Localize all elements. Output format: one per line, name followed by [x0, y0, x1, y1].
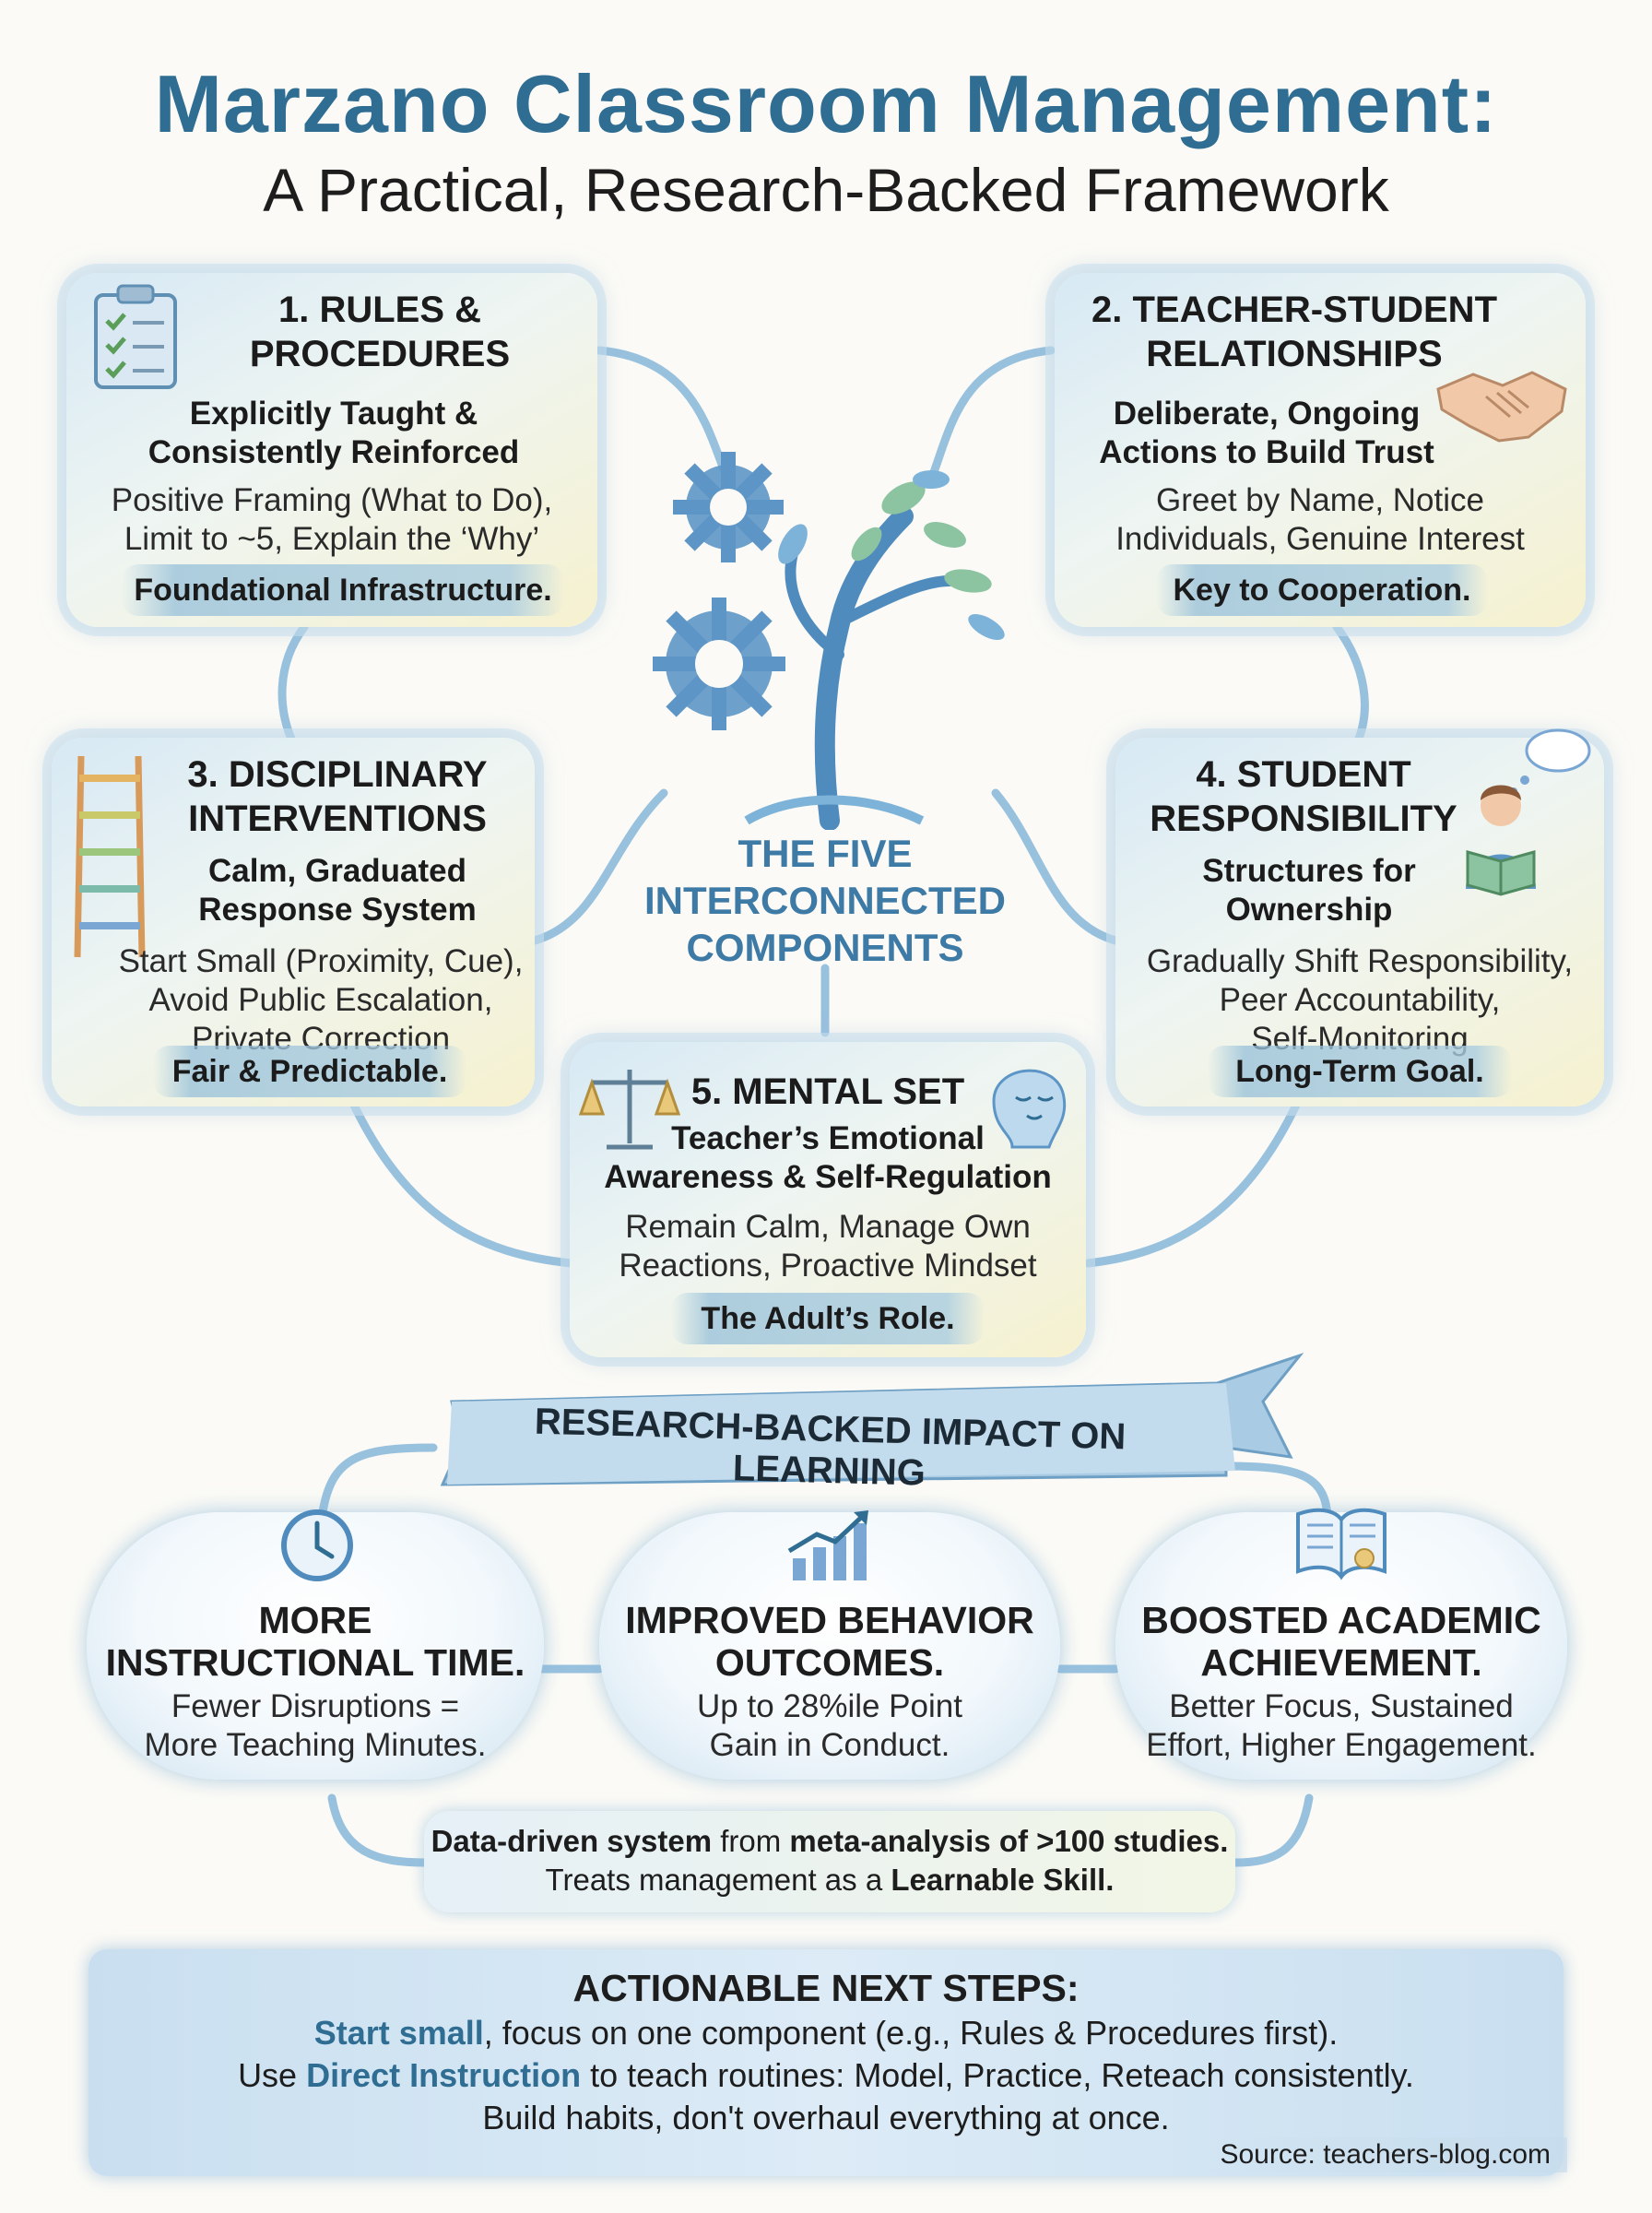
impact-cloud-instructional-time: MORE INSTRUCTIONAL TIME. Fewer Disruptio…	[87, 1509, 544, 1780]
component-1-body-line-1: Positive Framing (What to Do),	[111, 482, 553, 518]
center-label-line-2: INTERCONNECTED	[643, 879, 1006, 922]
component-1-heading-line-1: 1. RULES &	[277, 290, 482, 330]
center-label: THE FIVE INTERCONNECTED COMPONENTS	[590, 830, 1060, 971]
impact-cloud-behavior-outcomes: IMPROVED BEHAVIOR OUTCOMES. Up to 28%ile…	[599, 1510, 1060, 1780]
component-card-teacher-student-relationships: 2. TEACHER-STUDENT RELATIONSHIPS Deliber…	[1055, 273, 1586, 627]
impact-3-body-line-2: Effort, Higher Engagement.	[1146, 1727, 1537, 1763]
next-steps-line-2-text: to teach routines: Model, Practice, Rete…	[581, 2056, 1414, 2094]
next-steps-line-2-prefix: Use	[238, 2056, 307, 2094]
impact-1-body-line-1: Fewer Disruptions =	[171, 1688, 460, 1724]
connector-1-3	[277, 622, 309, 751]
component-3-tag: Fair & Predictable.	[153, 1046, 466, 1097]
component-1-subtitle-line-2: Consistently Reinforced	[148, 434, 520, 470]
connector-4-5	[1083, 1093, 1304, 1268]
clock-icon	[278, 1507, 356, 1589]
connector-left-data	[327, 1793, 431, 1867]
impact-2-body-line-2: Gain in Conduct.	[709, 1727, 950, 1763]
page-title: Marzano Classroom Management:	[154, 58, 1498, 149]
component-card-student-responsibility: 4. STUDENT RESPONSIBILITY Structures for…	[1115, 728, 1604, 1106]
connector-banner-right	[1221, 1462, 1332, 1526]
component-2-subtitle-line-1: Deliberate, Ongoing	[1113, 396, 1421, 432]
component-4-heading-line-1: 4. STUDENT	[1196, 754, 1411, 795]
component-card-mental-set: 5. MENTAL SET Teacher’s Emotional Awaren…	[570, 1042, 1086, 1357]
component-5-body-line-2: Reactions, Proactive Mindset	[619, 1248, 1037, 1284]
component-card-disciplinary-interventions: 3. DISCIPLINARY INTERVENTIONS Calm, Grad…	[52, 738, 535, 1106]
component-1-body-line-2: Limit to ~5, Explain the ‘Why’	[124, 521, 540, 557]
next-steps-heading: ACTIONABLE NEXT STEPS:	[572, 1967, 1080, 2009]
component-5-body-line-1: Remain Calm, Manage Own	[625, 1209, 1031, 1245]
connector-banner-left	[318, 1443, 438, 1517]
component-4-subtitle-line-1: Structures for	[1202, 853, 1416, 889]
student-reading-icon	[1457, 723, 1595, 903]
tree-with-gears-illustration	[627, 443, 1032, 831]
component-4-tag: Long-Term Goal.	[1208, 1046, 1512, 1097]
component-4-subtitle-line-2: Ownership	[1225, 892, 1393, 928]
connector-2-4	[1332, 622, 1369, 751]
component-3-subtitle-line-1: Calm, Graduated	[207, 853, 467, 889]
impact-3-body-line-1: Better Focus, Sustained	[1169, 1688, 1514, 1724]
next-steps-line-3: Build habits, don't overhaul everything …	[482, 2099, 1170, 2136]
connector-4-center	[991, 788, 1120, 945]
calm-head-icon	[975, 1046, 1077, 1161]
open-book-icon	[1291, 1501, 1392, 1594]
component-5-subtitle-line-2: Awareness & Self-Regulation	[604, 1159, 1052, 1195]
impact-banner-ribbon	[440, 1352, 1304, 1486]
impact-2-heading-line-1: IMPROVED BEHAVIOR	[625, 1599, 1034, 1641]
data-driven-note: Data-driven system from meta-analysis of…	[424, 1811, 1235, 1912]
component-2-heading-line-1: 2. TEACHER-STUDENT	[1091, 290, 1498, 330]
component-3-heading-line-2: INTERVENTIONS	[188, 799, 487, 839]
impact-1-body-line-2: More Teaching Minutes.	[144, 1727, 487, 1763]
component-5-subtitle-line-1: Teacher’s Emotional	[671, 1120, 985, 1156]
data-note-text-2: Treats management as a	[545, 1863, 891, 1897]
component-2-body-line-2: Individuals, Genuine Interest	[1115, 521, 1525, 557]
clipboard-checklist-icon	[87, 282, 188, 397]
center-label-line-1: THE FIVE	[738, 832, 913, 875]
component-5-tag: The Adult’s Role.	[671, 1293, 985, 1344]
component-1-heading-line-2: PROCEDURES	[249, 334, 511, 374]
ladder-icon	[68, 751, 151, 967]
component-5-heading-line-1: 5. MENTAL SET	[690, 1071, 965, 1112]
component-3-heading-line-1: 3. DISCIPLINARY	[187, 754, 488, 795]
component-4-body-line-1: Gradually Shift Responsibility,	[1146, 943, 1574, 979]
impact-2-body-line-1: Up to 28%ile Point	[697, 1688, 962, 1724]
scales-of-justice-icon	[578, 1062, 681, 1159]
data-note-text-1: from	[712, 1824, 790, 1858]
data-note-bold-1: Data-driven system	[431, 1824, 713, 1858]
component-2-heading-line-2: RELATIONSHIPS	[1146, 334, 1443, 374]
impact-1-heading-line-2: INSTRUCTIONAL TIME.	[105, 1641, 525, 1684]
impact-3-heading-line-2: ACHIEVEMENT.	[1200, 1641, 1482, 1684]
data-note-bold-3: Learnable Skill.	[891, 1863, 1115, 1897]
component-1-tag: Foundational Infrastructure.	[122, 564, 564, 616]
component-3-body-line-1: Start Small (Proximity, Cue),	[118, 943, 524, 979]
next-steps-line-1-text: , focus on one component (e.g., Rules & …	[483, 2014, 1339, 2052]
page-subtitle: A Practical, Research-Backed Framework	[263, 156, 1389, 224]
component-2-subtitle-line-2: Actions to Build Trust	[1099, 434, 1434, 470]
component-1-subtitle-line-1: Explicitly Taught &	[189, 396, 478, 432]
impact-cloud-academic-achievement: BOOSTED ACADEMIC ACHIEVEMENT. Better Foc…	[1115, 1508, 1567, 1780]
connector-3-5	[346, 1093, 576, 1268]
impact-2-heading-line-2: OUTCOMES.	[714, 1641, 945, 1684]
component-3-body-line-2: Avoid Public Escalation,	[148, 982, 493, 1018]
growth-chart-icon	[784, 1507, 876, 1589]
source-credit: Source: teachers-blog.com	[1203, 2137, 1567, 2172]
connector-2-center	[926, 346, 1056, 484]
impact-3-heading-line-1: BOOSTED ACADEMIC	[1141, 1599, 1541, 1641]
next-steps-highlight-direct-instruction: Direct Instruction	[306, 2056, 582, 2094]
next-steps-highlight-start-small: Start small	[313, 2014, 484, 2052]
data-note-bold-2: meta-analysis of >100 studies.	[789, 1824, 1229, 1858]
connector-3-center	[530, 788, 668, 945]
handshake-icon	[1433, 352, 1571, 458]
component-2-body-line-1: Greet by Name, Notice	[1156, 482, 1484, 518]
impact-1-heading-line-1: MORE	[258, 1599, 372, 1641]
component-card-rules-procedures: 1. RULES & PROCEDURES Explicitly Taught …	[66, 273, 597, 627]
connector-right-data	[1231, 1793, 1314, 1867]
component-4-body-line-2: Peer Accountability,	[1219, 982, 1501, 1018]
center-label-line-3: COMPONENTS	[686, 926, 964, 969]
component-4-heading-line-2: RESPONSIBILITY	[1150, 799, 1457, 839]
component-2-tag: Key to Cooperation.	[1156, 564, 1488, 616]
component-3-subtitle-line-2: Response System	[198, 892, 477, 928]
